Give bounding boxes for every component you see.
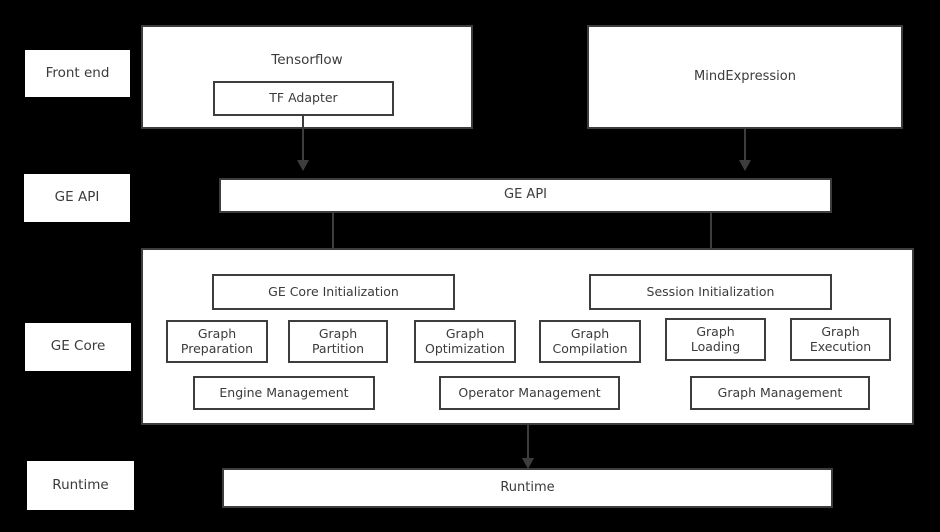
ge-api-bar-label: GE API	[504, 187, 547, 203]
graph-optimization-label-line2: Optimization	[425, 340, 505, 356]
graph-preparation-box[interactable]: Graph Preparation	[166, 320, 268, 363]
graph-compilation-label-line1: Graph	[570, 326, 610, 342]
graph-optimization-box[interactable]: Graph Optimization	[414, 320, 516, 363]
graph-partition-label-line2: Partition	[311, 340, 365, 356]
arrow-line-ge-api-to-session-init	[710, 213, 712, 259]
layer-label-front-end: Front end	[25, 50, 130, 97]
engine-management-box[interactable]: Engine Management	[193, 376, 375, 410]
graph-execution-label-line1: Graph	[821, 324, 860, 340]
mindexpression-panel[interactable]: MindExpression	[587, 25, 903, 129]
arrow-line-ge-core-to-runtime	[527, 425, 529, 461]
graph-management-label: Graph Management	[717, 384, 843, 400]
graph-loading-label-line2: Loading	[690, 338, 741, 354]
graph-preparation-label-line2: Preparation	[180, 340, 254, 356]
session-initialization-box[interactable]: Session Initialization	[589, 274, 832, 310]
ge-core-initialization-box[interactable]: GE Core Initialization	[212, 274, 455, 310]
operator-management-label: Operator Management	[458, 384, 601, 400]
graph-compilation-label-line2: Compilation	[552, 340, 628, 356]
operator-management-box[interactable]: Operator Management	[439, 376, 620, 410]
tensorflow-title: Tensorflow	[271, 52, 343, 68]
layer-label-runtime-text: Runtime	[52, 476, 109, 493]
arrow-line-tf-adapter-to-ge-api	[302, 116, 304, 163]
ge-api-bar[interactable]: GE API	[219, 178, 832, 213]
layer-label-ge-core-text: GE Core	[50, 338, 106, 355]
arrow-head-ge-core-to-runtime	[522, 458, 534, 469]
graph-loading-box[interactable]: Graph Loading	[665, 318, 766, 361]
layer-label-front-end-text: Front end	[45, 64, 110, 81]
runtime-bar[interactable]: Runtime	[222, 468, 833, 508]
layer-label-runtime: Runtime	[27, 461, 134, 510]
arrow-line-mindexpression-to-ge-api	[744, 129, 746, 163]
graph-execution-label-line2: Execution	[809, 338, 872, 354]
graph-compilation-box[interactable]: Graph Compilation	[539, 320, 641, 363]
layer-label-ge-api-text: GE API	[54, 189, 100, 206]
ge-core-initialization-label: GE Core Initialization	[268, 283, 399, 299]
arrow-line-ge-api-to-ge-core-init	[332, 213, 334, 259]
graph-execution-box[interactable]: Graph Execution	[790, 318, 891, 361]
graph-management-box[interactable]: Graph Management	[690, 376, 870, 410]
graph-partition-label-line1: Graph	[318, 326, 358, 342]
engine-management-label: Engine Management	[219, 384, 349, 400]
tf-adapter-box[interactable]: TF Adapter	[213, 81, 394, 116]
tf-adapter-label: TF Adapter	[269, 90, 338, 106]
graph-partition-box[interactable]: Graph Partition	[288, 320, 388, 363]
runtime-bar-label: Runtime	[500, 479, 555, 495]
arrow-head-mindexpression-to-ge-api	[739, 160, 751, 171]
session-initialization-label: Session Initialization	[646, 283, 775, 299]
arrow-head-tf-adapter-to-ge-api	[297, 160, 309, 171]
mindexpression-label: MindExpression	[694, 68, 796, 84]
layer-label-ge-api: GE API	[24, 174, 130, 222]
layer-label-ge-core: GE Core	[25, 323, 131, 371]
graph-preparation-label-line1: Graph	[197, 326, 237, 342]
graph-loading-label-line1: Graph	[696, 324, 735, 340]
graph-optimization-label-line1: Graph	[445, 326, 485, 342]
